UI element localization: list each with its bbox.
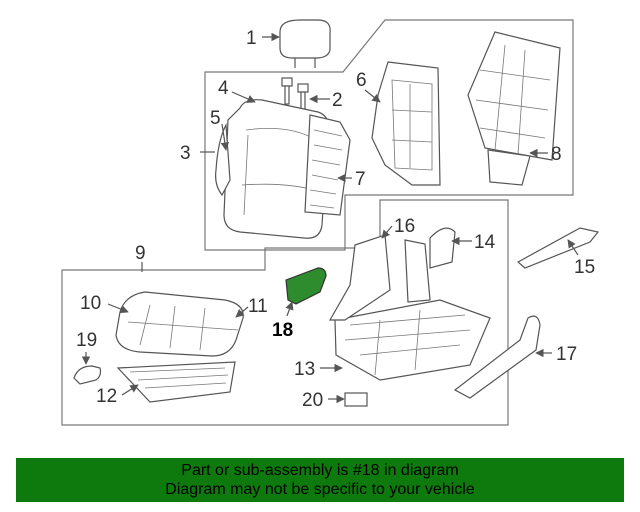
callout-9: 9: [135, 243, 146, 264]
callout-11: 11: [248, 296, 268, 317]
callout-13: 13: [294, 359, 315, 380]
callout-14: 14: [474, 232, 496, 253]
callout-8: 8: [551, 144, 562, 165]
side-shield-part: [453, 315, 541, 399]
callout-16: 16: [394, 216, 415, 237]
cushion-cover-part: [115, 291, 244, 357]
callout-labels: 1 2 3 4 5 6 7 8 9 10 11 12 13 14 15 16 1…: [76, 28, 595, 411]
callout-10: 10: [80, 293, 101, 314]
headrest-guide-part: [281, 77, 309, 111]
diagram-canvas: 1 2 3 4 5 6 7 8 9 10 11 12 13 14 15 16 1…: [61, 19, 600, 426]
callout-17: 17: [556, 344, 577, 365]
leader-lines: [81, 32, 579, 404]
footer-banner: Part or sub-assembly is #18 in diagram D…: [16, 458, 624, 502]
footer-line-1: Part or sub-assembly is #18 in diagram: [181, 462, 459, 479]
callout-3: 3: [180, 143, 191, 164]
callout-6: 6: [356, 70, 367, 91]
seatback-group-frame: [204, 19, 574, 251]
cushion-group-frame: [61, 199, 509, 426]
callout-4: 4: [218, 78, 229, 99]
highlighted-part-18[interactable]: [285, 267, 327, 305]
switch-part: [344, 392, 368, 407]
headrest-part: [279, 19, 331, 68]
cushion-pad-part: [116, 361, 236, 403]
seatback-pad-part: [304, 114, 351, 216]
callout-19: 19: [76, 330, 97, 351]
seatback-cover-part: [215, 99, 329, 239]
callout-2: 2: [332, 90, 343, 111]
callout-1: 1: [246, 28, 257, 49]
callout-12: 12: [96, 386, 117, 407]
callout-15: 15: [574, 257, 595, 278]
seatback-frame-part: [371, 61, 441, 186]
seatback-back-board-part: [467, 31, 561, 186]
callout-5: 5: [210, 108, 221, 129]
rail-cover-part: [516, 227, 600, 269]
seat-frame-part: [328, 234, 491, 381]
callout-20: 20: [302, 390, 323, 411]
knob-part: [73, 365, 102, 385]
bracket-part: [429, 227, 456, 269]
callout-18: 18: [272, 320, 293, 341]
footer-line-2: Diagram may not be specific to your vehi…: [165, 481, 475, 498]
callout-7: 7: [355, 169, 366, 190]
